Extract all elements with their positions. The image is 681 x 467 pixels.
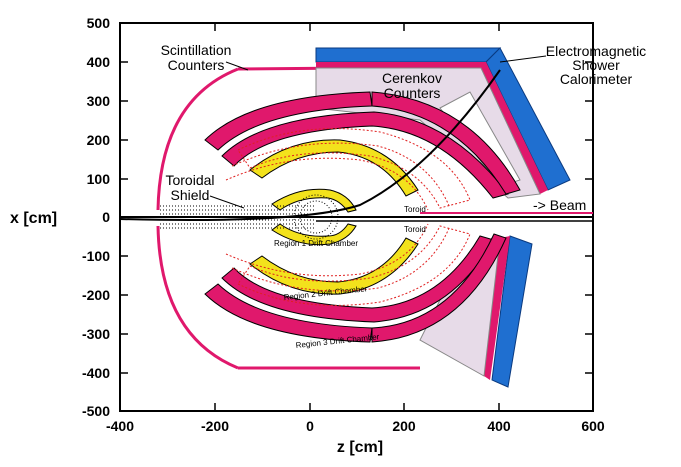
toroid-top-outer [237, 128, 471, 209]
ec-inner-layer-bottom [484, 236, 510, 380]
ec-leader [499, 55, 547, 63]
label-cerenkov-1: Cerenkov [382, 70, 442, 86]
region3-inner-arc-top [221, 111, 509, 199]
y-tick-label: 400 [87, 54, 111, 70]
ec-bottom-slant [491, 235, 533, 388]
x-tick-label: 400 [487, 418, 511, 434]
toroid-bottom-outer [237, 225, 471, 306]
y-axis-title: x [cm] [10, 210, 57, 227]
y-tick-label: 500 [87, 15, 111, 31]
x-tick-label: 600 [581, 418, 605, 434]
x-tick-label: -400 [106, 418, 134, 434]
y-tick-label: 100 [87, 171, 111, 187]
toroid-bottom-inner [225, 223, 429, 277]
x-tick-label: -200 [201, 418, 229, 434]
toroid-outlines [225, 128, 471, 306]
y-tick-label: 200 [87, 132, 111, 148]
label-ec-2: Shower [572, 57, 620, 73]
region1-arc-bottom [271, 223, 357, 246]
particle-track [119, 69, 501, 222]
region1-arc-top [271, 188, 357, 213]
toroid-top-mid [231, 142, 451, 209]
region3-outer-arc-bottom [204, 283, 373, 343]
region3-outer-arc-top-right [371, 91, 521, 195]
y-tick-label: -100 [82, 248, 110, 264]
label-scintillation-1: Scintillation [161, 42, 232, 58]
x-tick-label: 0 [306, 418, 314, 434]
y-tick-label: -200 [82, 287, 110, 303]
x-tick-labels: -400 -200 0 200 400 600 [106, 418, 605, 434]
region3-outer-arc-top [204, 91, 373, 151]
region2-arc-bottom [249, 237, 419, 295]
scintillation-counter-bottom-arc [156, 225, 239, 370]
y-tick-label: -400 [82, 365, 110, 381]
x-axis-title: z [cm] [337, 439, 383, 456]
label-ec-1: Electromagnetic [546, 43, 646, 59]
region3-inner-arc-bottom [221, 235, 495, 323]
label-toroid-bottom: Toroid [404, 225, 426, 234]
toroid-bottom-mid [231, 225, 451, 292]
label-toroidal-2: Shield [171, 187, 210, 203]
ec-top-bar [315, 47, 502, 63]
label-cerenkov-2: Counters [384, 85, 441, 101]
toroid-top-inner [225, 157, 429, 211]
label-toroid-top: Toroid [404, 205, 426, 214]
region3-outer-arc-bottom-right [371, 233, 507, 343]
label-scintillation-2: Counters [168, 57, 225, 73]
y-tick-labels: 500 400 300 200 100 0 -100 -200 -300 -40… [82, 15, 110, 419]
toroidal-leader [209, 195, 245, 209]
region2-arc-top [249, 139, 419, 197]
y-tick-label: 300 [87, 93, 111, 109]
scintillation-counter-top-arc [156, 67, 239, 211]
label-toroidal-1: Toroidal [165, 172, 214, 188]
label-beam: -> Beam [533, 197, 586, 213]
label-region1: Region 1 Drift Chamber [274, 239, 358, 248]
x-tick-label: 200 [392, 418, 416, 434]
label-ec-3: Calorimeter [560, 71, 633, 87]
y-tick-label: -300 [82, 326, 110, 342]
scintillation-leader [225, 61, 249, 71]
y-tick-label: 0 [102, 209, 110, 225]
y-tick-label: -500 [82, 403, 110, 419]
